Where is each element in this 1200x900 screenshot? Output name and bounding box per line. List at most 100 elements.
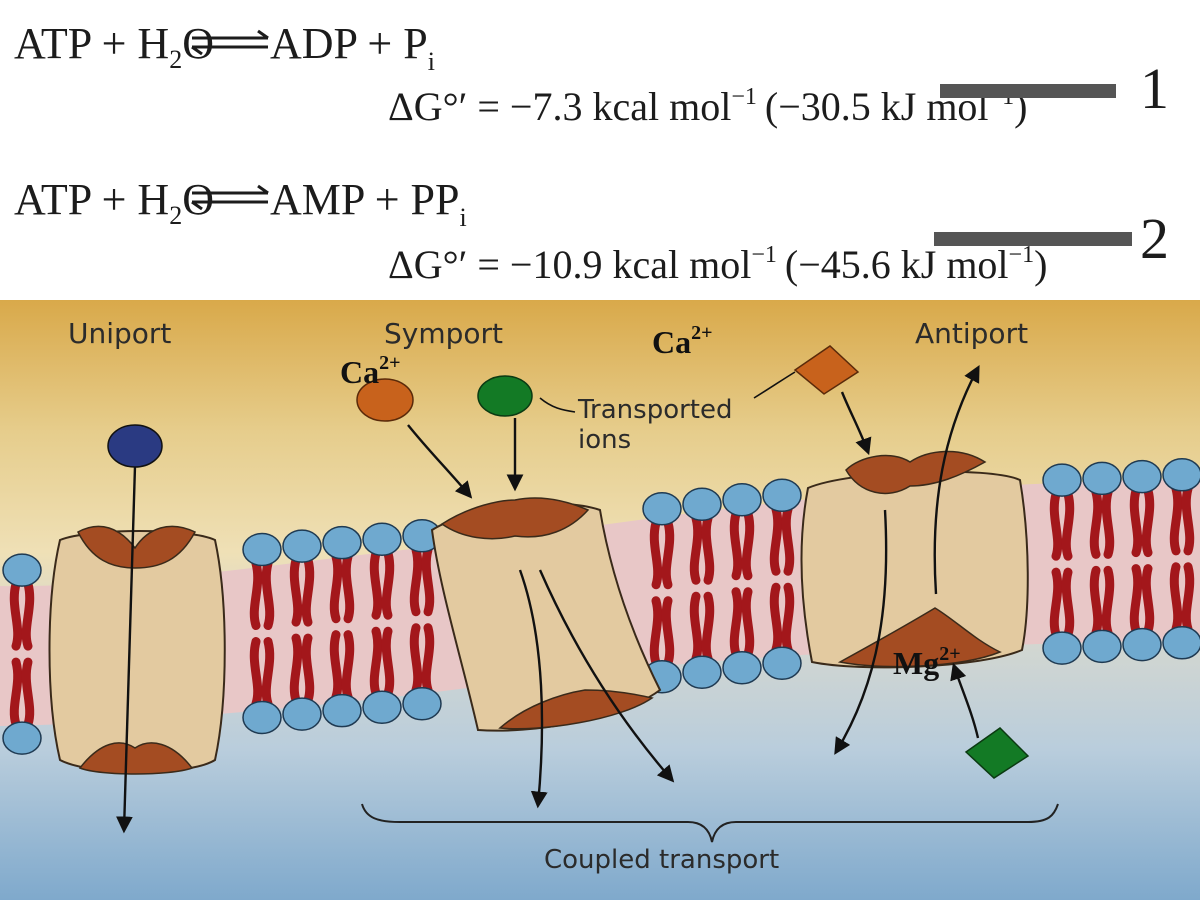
lipid-tail [1129,564,1143,636]
transported-ions-leader-1 [539,397,576,413]
uniport-arrow [116,465,137,834]
lipid-tail [781,504,795,576]
lipid-tail [341,552,355,624]
phospholipid-head-inner [282,697,322,731]
antiport-protein [800,450,1029,669]
lipid-tail [381,626,395,698]
lipid-tail [421,623,435,695]
uniport-label: Uniport [68,317,171,350]
lipid-tail [729,509,743,581]
lipid-tail [261,559,275,631]
phospholipid-head-outer [322,525,362,560]
eq1-number: 1 [1140,56,1169,121]
lipid-tail [249,637,263,709]
lipid-tail [289,633,303,705]
symport-exit-arrow-2 [538,569,675,783]
lipid-tail [369,548,383,620]
phospholipid-head-inner [2,721,42,755]
symport-protein [430,497,662,732]
lipid-tail [289,555,303,627]
equation-panel [0,0,1200,300]
eq2-divider-bar [934,232,1132,246]
phospholipid-head-outer [282,529,322,563]
symport-label: Symport [384,317,503,350]
phospholipid-head-outer [1082,461,1122,496]
phospholipid-heads-outer [2,458,1200,587]
antiport-orange-square [793,345,860,395]
lipid-tail [729,587,743,659]
lipid-tail [1089,565,1103,637]
phospholipid-head-inner [242,700,282,735]
phospholipid-head-outer [1162,458,1200,492]
phospholipid-head-outer [362,522,402,557]
phospholipid-head-outer [242,532,282,567]
lipid-tail [661,518,675,590]
lipid-tail [21,657,35,729]
eq1-divider-bar [940,84,1116,98]
lipid-tail [1101,487,1115,559]
eq1-equilibrium-arrow [191,29,269,56]
phospholipid-head-outer [642,492,682,526]
lipid-tail [369,626,383,698]
eq1-reactants: ATP + H2O [14,19,214,74]
eq2-products: AMP + PPi [270,175,467,232]
lipid-tail [701,591,715,663]
antiport-ca-label: Ca2+ [652,322,713,360]
lipid-tail [649,596,663,668]
lipid-tails [9,484,1195,729]
lipid-tail [1101,565,1115,637]
antiport-label: Antiport [915,317,1028,350]
phospholipid-head-outer [1042,463,1082,497]
phospholipid-head-inner [762,646,802,681]
equation-1: ATP + H2O ADP + Pi ΔG°′ = −7.3 kcal mol−… [14,19,1169,129]
lipid-tail [381,548,395,620]
uniport-ion [107,424,163,468]
eq2-number: 2 [1140,206,1169,271]
lipid-tail [409,545,423,617]
phospholipid-head-outer [682,487,722,522]
transport-arrows [116,365,980,834]
lipid-tail [1141,564,1155,636]
lipid-tail [781,582,795,654]
transported-ions-leader-2 [753,371,796,399]
membrane-transport-diagram: Uniport Symport Antiport Transported ion… [0,300,1200,900]
phospholipid-head-inner [402,687,442,721]
antiport-up-arrow [933,365,980,595]
phospholipid-head-outer [1122,459,1162,494]
phospholipid-head-inner [362,690,402,725]
phospholipid-heads-inner [2,626,1200,755]
coupled-transport-label: Coupled transport [544,845,779,875]
phospholipid-head-outer [2,553,42,587]
lipid-tail [649,518,663,590]
antiport-in-arrow [840,391,872,456]
phospholipid-head-outer [762,478,802,513]
lipid-tail [689,591,703,663]
phospholipid-head-inner [1162,626,1200,660]
symport-green-ion [477,375,533,417]
lipid-tail [421,545,435,617]
lipid-tail [1169,562,1183,634]
lipid-tail [1181,484,1195,556]
eq2-delta-g: ΔG°′ = −10.9 kcal mol−1(−45.6 kJ mol−1) [388,242,1047,287]
lipid-tail [769,582,783,654]
antiport-down-arrow [834,509,888,755]
lipid-tail [301,633,315,705]
symport-ca-label: Ca2+ [340,352,401,390]
lipid-tail [701,513,715,585]
lipid-tail [21,579,35,651]
lipid-tail [341,630,355,702]
mg-label: Mg2+ [893,643,961,681]
lipid-tail [1181,562,1195,634]
lipid-tail [741,509,755,581]
lipid-tail [1061,489,1075,561]
transported-ions-label-line2: ions [578,425,631,455]
lipid-tail [329,552,343,624]
phospholipid-head-inner [1082,629,1122,664]
transported-ions-label-line1: Transported [577,395,733,425]
phospholipid-head-inner [682,655,722,690]
lipid-tail [689,513,703,585]
lipid-tail [1089,487,1103,559]
lipid-tail [409,623,423,695]
